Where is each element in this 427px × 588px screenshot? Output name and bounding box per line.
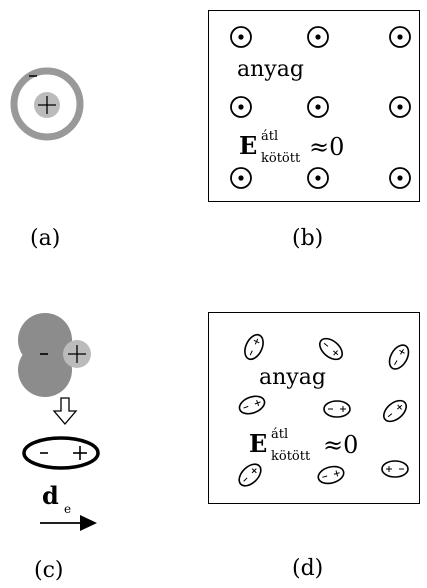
field-label-b: E átl kötött ≈0: [239, 129, 389, 173]
field-value: ≈0: [309, 133, 345, 161]
atom-row-3: [230, 167, 411, 189]
dipole-molecule-icon: [238, 463, 262, 487]
field-superscript: átl: [271, 427, 289, 442]
field-symbol: E: [239, 131, 258, 160]
atom-dot-icon: [389, 96, 411, 118]
polarized-atom-diagram: [18, 313, 100, 531]
atom-dot-icon: [389, 26, 411, 48]
hollow-down-arrow-icon: [52, 397, 78, 426]
dipole-molecule-icon: [381, 460, 409, 478]
field-subscript: kötött: [261, 151, 301, 166]
atom-dot-icon: [307, 167, 329, 189]
field-subscript: kötött: [271, 449, 311, 464]
caption-a: (a): [30, 226, 61, 251]
atom-row-2: [230, 96, 411, 118]
atom-dot-icon: [230, 167, 252, 189]
atom-dot-icon: [230, 96, 252, 118]
atom-dot-icon: [307, 96, 329, 118]
caption-c: (c): [34, 558, 64, 583]
caption-d: (d): [292, 556, 324, 581]
panel-a: (a): [0, 0, 130, 260]
polarized-molecule-grid: [238, 333, 410, 487]
dipole-molecule-icon: [244, 333, 264, 361]
field-superscript: átl: [261, 129, 279, 144]
dipole-vector-subscript: e: [64, 502, 72, 516]
material-label-b: anyag: [237, 57, 304, 82]
dipole-molecule-icon: [323, 400, 351, 418]
field-value: ≈0: [323, 431, 359, 459]
atom-grid: [230, 26, 411, 189]
material-label-d: anyag: [259, 365, 326, 390]
dipole-vector-arrow-head: [80, 515, 97, 531]
electron-cloud-lower: [18, 343, 72, 397]
dipole-molecule-icon: [382, 399, 408, 423]
dipole-molecule-icon: [238, 395, 266, 415]
atom-dot-icon: [389, 167, 411, 189]
field-symbol: E: [249, 429, 268, 458]
atom-dot-icon: [307, 26, 329, 48]
dipole-molecule-icon: [318, 337, 344, 361]
panel-c: d e (c): [0, 300, 130, 588]
field-label-d: E átl kötött ≈0: [249, 427, 399, 471]
caption-b: (b): [292, 226, 324, 251]
atom-row-1: [230, 26, 411, 48]
panel-d-box: anyag E átl kötött ≈0: [208, 312, 420, 504]
dipole-molecule-icon: [317, 465, 345, 485]
electron-shell-ring: [10, 67, 84, 141]
dipole-molecule-icon: [388, 344, 410, 370]
atom-dot-icon: [230, 26, 252, 48]
panel-b-box: anyag E átl kötött ≈0: [208, 10, 420, 202]
dipole-vector-symbol: d: [42, 481, 59, 510]
dipole-ellipse: [22, 436, 100, 470]
atom-diagram: [10, 67, 84, 141]
